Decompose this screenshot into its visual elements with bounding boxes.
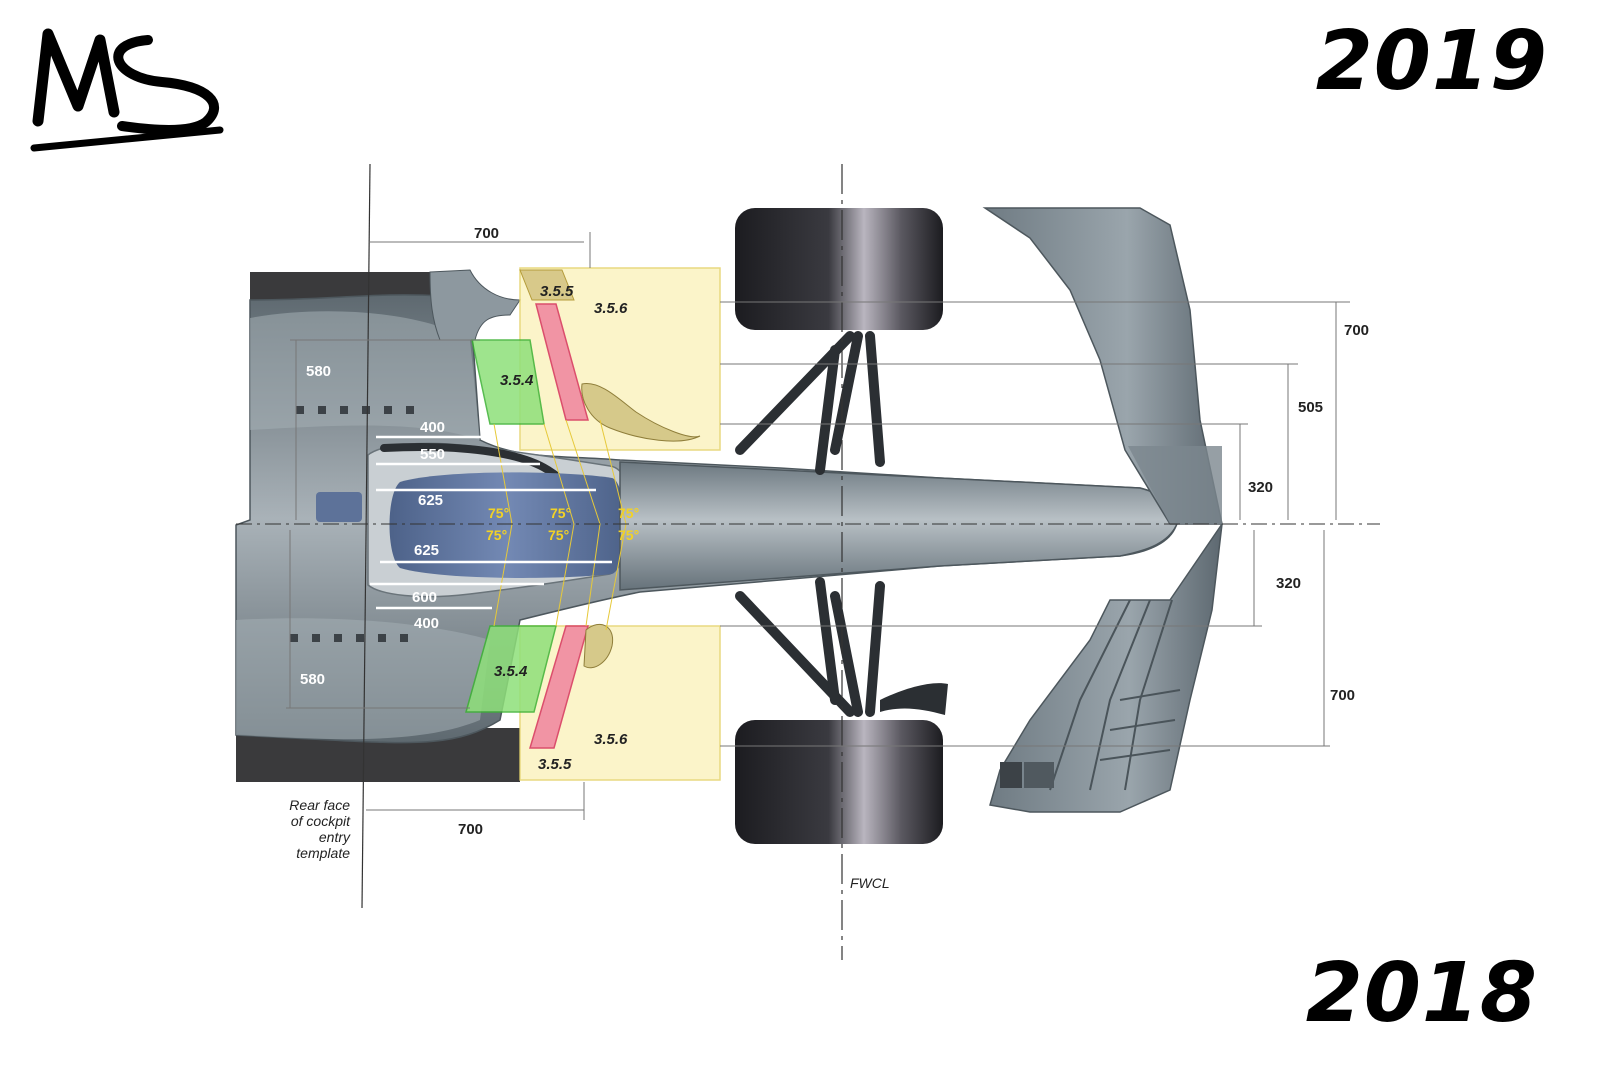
zone-red-top-box	[535, 303, 589, 421]
year-2019-label: 2019	[1315, 14, 1548, 109]
dim-700-right-bottom: 700	[1330, 687, 1355, 704]
dim-550: 550	[420, 446, 445, 463]
dim-320-top: 320	[1248, 479, 1273, 496]
ms-logo	[30, 28, 224, 152]
nose-cone	[619, 461, 1179, 591]
dim-600: 600	[412, 589, 437, 606]
endplate-dark-1	[1000, 762, 1022, 788]
front-tyre-top	[735, 208, 943, 330]
dim-625-top: 625	[418, 492, 443, 509]
cockpit-template-line	[361, 163, 371, 909]
angle-label: 75°	[486, 527, 507, 543]
mirror-pod	[316, 492, 362, 522]
inner-dimension-lines	[370, 435, 612, 610]
cockpit-note-line-2: of cockpit	[291, 813, 351, 829]
angle-label: 75°	[488, 505, 509, 521]
bargeboard-flap-top	[581, 383, 701, 442]
dim-625-bottom: 625	[414, 542, 439, 559]
dim-400-top: 400	[420, 419, 445, 436]
bargeboard-flap-bottom	[583, 624, 614, 669]
front-wing-2019-endplate	[1128, 446, 1222, 524]
front-wing-2018	[989, 523, 1223, 813]
front-tyre-bottom	[735, 720, 943, 844]
cockpit-note-line-4: template	[296, 845, 350, 861]
angle-label: 75°	[550, 505, 571, 521]
cockpit-note-line-3: entry	[319, 829, 351, 845]
zone-red-bottom-box	[528, 625, 589, 749]
fwcl-label: FWCL	[850, 875, 890, 891]
front-suspension	[735, 331, 885, 717]
zone-356-bottom: 3.5.6	[594, 731, 628, 748]
zone-354-bottom-box	[465, 625, 557, 713]
sidepod-top	[250, 311, 480, 440]
sidepod-vents-top	[296, 406, 414, 414]
angle-label: 75°	[618, 505, 639, 521]
zone-354-bottom: 3.5.4	[494, 663, 528, 680]
dim-700-top: 700	[474, 225, 499, 242]
dim-505: 505	[1298, 399, 1323, 416]
cockpit-note-line-1: Rear face	[289, 797, 350, 813]
dim-580-bottom: 580	[300, 671, 325, 688]
zone-355-bottom: 3.5.5	[538, 756, 572, 773]
angle-label: 75°	[618, 527, 639, 543]
dim-580-top: 580	[306, 363, 331, 380]
bargeboard-upright	[429, 269, 521, 341]
zone-355-top-box	[519, 269, 575, 301]
zone-356-top: 3.5.6	[594, 300, 628, 317]
sidepod-vents-bottom	[290, 634, 408, 642]
dimension-lines	[286, 232, 1350, 820]
dim-400-bottom: 400	[414, 615, 439, 632]
year-2018-label: 2018	[1305, 946, 1538, 1041]
endplate-dark-2	[1024, 762, 1054, 788]
front-wing-2018-elements	[1049, 599, 1181, 791]
zone-354-top: 3.5.4	[500, 372, 534, 389]
angle-label: 75°	[548, 527, 569, 543]
dim-700-bottom: 700	[458, 821, 483, 838]
sidepod-bottom	[236, 618, 490, 740]
zone-355-top: 3.5.5	[540, 283, 574, 300]
floor-bottom	[236, 728, 520, 782]
dim-320-bottom: 320	[1276, 575, 1301, 592]
dim-700-right-top: 700	[1344, 322, 1369, 339]
turning-vane-bottom	[880, 683, 948, 715]
